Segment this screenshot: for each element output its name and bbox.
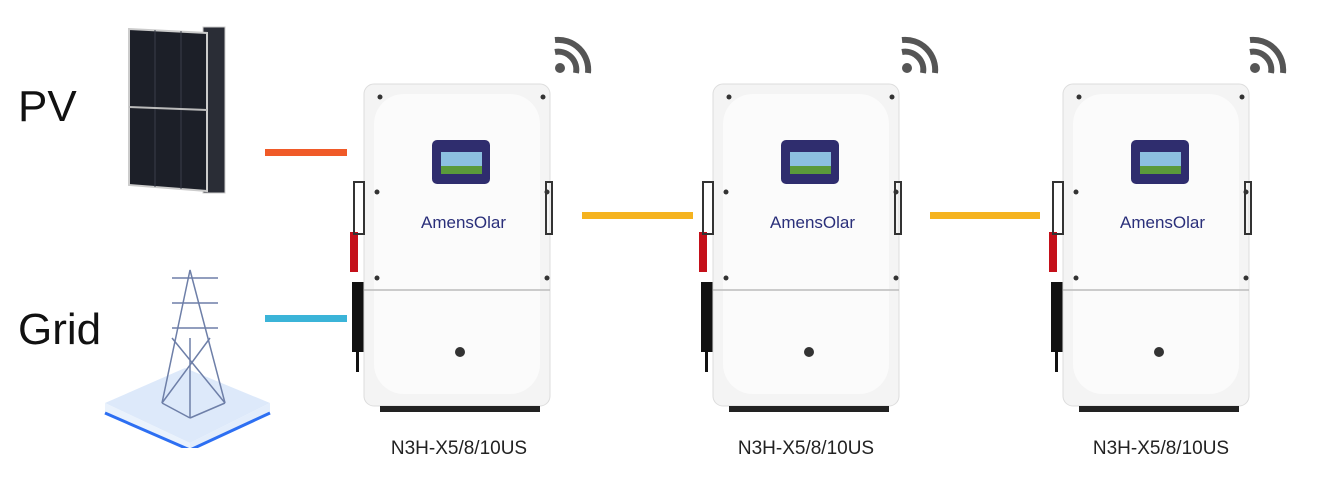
wifi-icon (899, 30, 945, 76)
model-label: N3H-X5/8/10US (737, 438, 875, 459)
brand-logo: AmensOlar (770, 213, 856, 232)
model-label: N3H-X5/8/10US (390, 438, 528, 459)
inverter-image (350, 82, 555, 414)
pv-label: PV (18, 82, 77, 131)
inverter-link-line (930, 212, 1040, 219)
grid-connection-line (265, 315, 347, 322)
model-label: N3H-X5/8/10US (1092, 438, 1230, 459)
brand-logo: AmensOlar (1120, 213, 1206, 232)
inverter-link-line (582, 212, 693, 219)
transmission-tower-icon (104, 269, 271, 448)
inverter-image (699, 82, 904, 414)
inverter-image (1049, 82, 1254, 414)
grid-label: Grid (18, 305, 102, 354)
wifi-icon (552, 30, 598, 76)
wifi-icon (1247, 30, 1293, 76)
solar-panel-icon (128, 26, 226, 194)
pv-connection-line (265, 149, 347, 156)
brand-logo: AmensOlar (421, 213, 507, 232)
